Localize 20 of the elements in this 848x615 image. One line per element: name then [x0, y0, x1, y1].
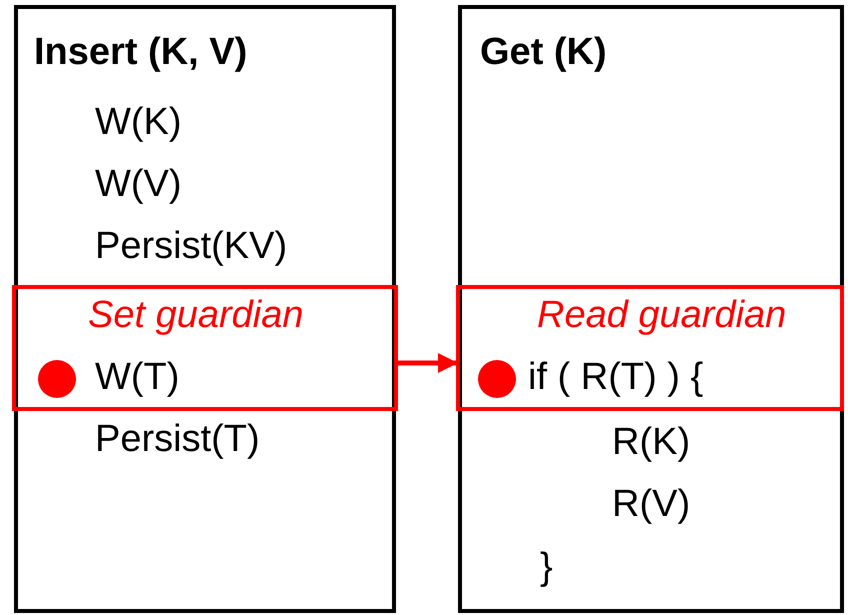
code-line: R(K): [612, 420, 690, 464]
highlight-box: [456, 285, 844, 411]
code-line: W(T): [95, 355, 180, 399]
panel-title: Insert (K, V): [34, 30, 248, 74]
panel-title: Get (K): [480, 30, 607, 74]
bullet-dot: [478, 360, 516, 398]
arrow: [398, 353, 458, 373]
comment-text: Read guardian: [537, 293, 786, 337]
code-line: Persist(KV): [95, 224, 288, 268]
code-line: Persist(T): [95, 417, 260, 461]
code-line: }: [540, 545, 553, 589]
highlight-box: [12, 285, 398, 411]
code-line: if ( R(T) ) {: [528, 355, 704, 399]
bullet-dot: [38, 360, 76, 398]
comment-text: Set guardian: [88, 293, 304, 337]
code-panel: [14, 5, 396, 613]
code-panel: [458, 5, 844, 613]
code-line: W(V): [95, 162, 182, 206]
code-line: R(V): [612, 482, 690, 526]
code-line: W(K): [95, 100, 182, 144]
